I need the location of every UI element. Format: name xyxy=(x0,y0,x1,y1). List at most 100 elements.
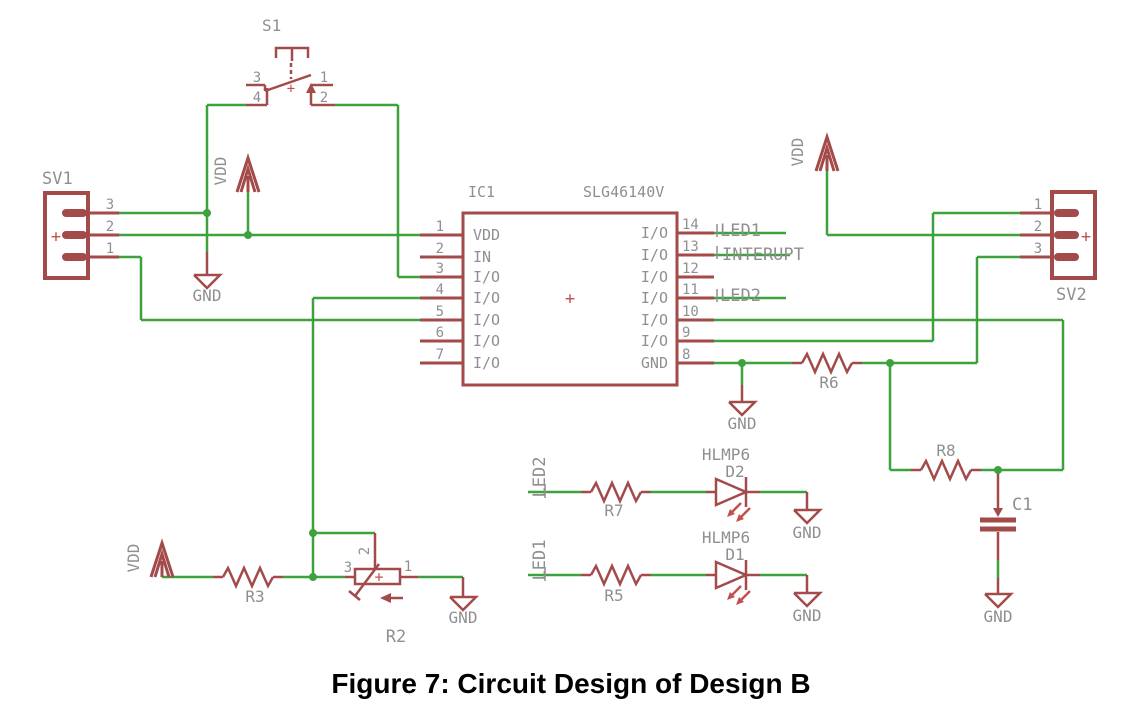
r2-adjust-arrowhead xyxy=(380,593,391,603)
d2-light-arrowhead-2 xyxy=(736,514,744,522)
wire-icpin9-to-sv2pin1 xyxy=(714,211,1020,343)
sv1-pad-3 xyxy=(62,209,87,217)
s1-pin-number-1: 1 xyxy=(320,70,328,86)
sv2-pad-3 xyxy=(1054,253,1079,261)
component-r2: + R2 3 1 2 xyxy=(344,533,418,647)
sv1-pad-1 xyxy=(62,253,87,261)
vdd-net-label: VDD xyxy=(211,157,230,186)
d1-triangle xyxy=(714,560,750,590)
sv2-pin-number-3: 3 xyxy=(1034,241,1042,257)
ic1-pin-number-9: 9 xyxy=(682,325,690,341)
gnd-net-label: GND xyxy=(193,286,222,305)
wire-switch-to-icpin3 xyxy=(335,103,420,279)
gnd-icon xyxy=(193,252,224,290)
ic1-pin-label-10: I/O xyxy=(641,311,668,329)
r8-zigzag xyxy=(919,457,973,483)
ic1-pin-label-3: I/O xyxy=(473,268,500,286)
r2-wiper-diagonal xyxy=(348,563,380,601)
wire-nets xyxy=(119,103,1065,579)
d2-light-arrow-2 xyxy=(739,507,751,519)
junction-dot xyxy=(886,359,894,367)
s1-pin2-stub xyxy=(309,87,335,107)
d1-designator: D1 xyxy=(725,545,744,564)
s1-contact-blade xyxy=(264,73,312,93)
d2-triangle xyxy=(714,477,750,507)
gnd-net-label: GND xyxy=(984,607,1013,626)
r7-designator: R7 xyxy=(604,501,623,520)
vdd-arrow-icon xyxy=(235,153,261,193)
d1-light-arrow-2 xyxy=(739,590,751,602)
c1-designator: C1 xyxy=(1012,495,1032,515)
c1-lead-arrowhead xyxy=(993,508,1003,517)
s1-pin-number-2: 2 xyxy=(320,90,328,106)
ic1-pin-number-2: 2 xyxy=(436,241,444,257)
sv2-polarity-mark: + xyxy=(1081,227,1091,247)
component-c1: C1 xyxy=(980,470,1032,560)
junction-dot xyxy=(309,573,317,581)
wire-r8-c1-node xyxy=(888,320,1065,578)
component-sv1: SV1 3 2 1 + xyxy=(42,169,114,280)
sv2-pin-number-1: 1 xyxy=(1034,197,1042,213)
d1-light-arrow-1 xyxy=(730,585,742,597)
ic1-pin-number-5: 5 xyxy=(436,304,444,320)
r6-designator: R6 xyxy=(819,373,838,392)
ic1-pin-number-13: 13 xyxy=(682,239,699,255)
ic1-pin-number-4: 4 xyxy=(436,282,444,298)
ic-left-pin-stubs xyxy=(420,233,463,365)
gnd-net-label: GND xyxy=(728,414,757,433)
r2-pin-number-3: 3 xyxy=(344,560,352,576)
gnd-symbol-sv1-branch: GND xyxy=(193,252,224,305)
s1-origin-mark: + xyxy=(287,81,295,97)
gnd-symbol-icpin8: GND xyxy=(728,385,759,433)
figure-caption: Figure 7: Circuit Design of Design B xyxy=(331,668,811,699)
net-label-interrupt: INTERUPT xyxy=(722,245,804,265)
component-r8: R8 xyxy=(911,441,981,483)
ic1-pin-label-1: VDD xyxy=(473,226,500,244)
net-label-led1-vertical: LED1 xyxy=(530,540,550,581)
sv2-pin-number-2: 2 xyxy=(1034,219,1042,235)
ic1-pin-label-7: I/O xyxy=(473,354,500,372)
vdd-symbol-left: VDD xyxy=(211,153,261,193)
ic1-pin-number-6: 6 xyxy=(436,325,444,341)
gnd-icon xyxy=(449,577,480,612)
ic1-pin-number-8: 8 xyxy=(682,347,690,363)
r2-designator: R2 xyxy=(386,627,406,647)
component-ic1: IC1 SLG46140V + 1 2 3 4 5 6 7 VDD IN I/O… xyxy=(436,183,699,387)
sv1-pin-number-1: 1 xyxy=(106,241,114,257)
junction-dot xyxy=(244,231,252,239)
ic1-body xyxy=(461,211,679,387)
ic1-pin-label-5: I/O xyxy=(473,311,500,329)
wire-icpin8-r6-sv2pin3 xyxy=(714,255,1020,385)
vdd-arrow-icon xyxy=(814,132,840,172)
sv1-designator: SV1 xyxy=(42,169,73,189)
ic1-pin-label-2: IN xyxy=(473,248,491,266)
ic1-designator: IC1 xyxy=(468,183,495,201)
component-sv2: SV2 1 2 3 + xyxy=(1034,190,1097,305)
ic1-pin-number-12: 12 xyxy=(682,261,699,277)
r2-pin-number-2: 2 xyxy=(357,547,373,555)
wire-icpin4-to-pot xyxy=(311,296,420,577)
ic1-pin-label-9: I/O xyxy=(641,332,668,350)
ic1-pin-label-4: I/O xyxy=(473,289,500,307)
r2-origin-mark: + xyxy=(374,568,383,586)
net-labels: LED1 INTERUPT LED2 LED2 LED1 xyxy=(530,221,804,581)
ic1-part-number: SLG46140V xyxy=(583,183,664,201)
gnd-icon xyxy=(728,385,759,417)
ic1-pin-number-1: 1 xyxy=(436,219,444,235)
r7-zigzag xyxy=(589,479,643,505)
ic1-pin-number-7: 7 xyxy=(436,347,444,363)
schematic-canvas: SV1 3 2 1 + SV2 1 2 3 + S1 3 1 4 2 + IC1 xyxy=(42,16,1097,647)
wire-sv1pin1-to-icpin5 xyxy=(119,255,420,322)
vdd-symbol-bottom-left: VDD xyxy=(124,538,175,578)
r5-zigzag xyxy=(589,562,643,588)
net-label-led2: LED2 xyxy=(720,286,761,306)
ic1-pin-label-13: I/O xyxy=(641,246,668,264)
gnd-icon xyxy=(793,492,824,525)
junction-dot xyxy=(203,209,211,217)
s1-pin-number-4: 4 xyxy=(253,90,261,106)
junction-dot xyxy=(738,359,746,367)
vdd-symbol-right: VDD xyxy=(788,132,840,172)
gnd-symbol-pot-branch: GND xyxy=(449,577,480,627)
s1-pin3-stub xyxy=(246,83,267,91)
